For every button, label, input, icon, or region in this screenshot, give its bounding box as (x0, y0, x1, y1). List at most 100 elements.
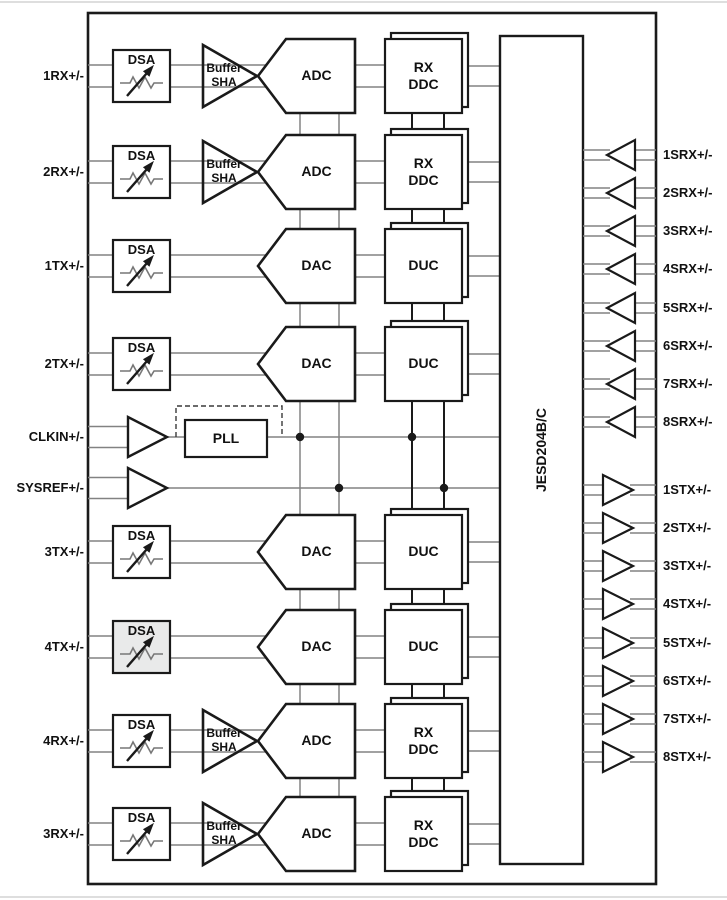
port-label-3tx: 3TX+/- (44, 544, 84, 559)
dsa-arrowhead-1rx (142, 64, 154, 77)
dsa-box-3rx (111, 806, 172, 862)
dsa-box-1rx (111, 48, 172, 104)
port-label-sysref: SYSREF+/- (16, 480, 84, 495)
buffer-sha-amp-1rx (201, 42, 260, 110)
dsa-attenuator-zigzag-1rx (120, 75, 163, 90)
stx-amp-6 (601, 664, 636, 698)
stx-amp-5 (601, 626, 636, 660)
serdes-rx-label-8: 8SRX+/- (663, 414, 713, 429)
serdes-tx-label-5: 5STX+/- (663, 635, 712, 650)
dsa-attenuator-zigzag-3rx (120, 833, 163, 848)
stx-amp-7 (601, 702, 636, 736)
dsa-attenuator-zigzag-4rx (120, 740, 163, 755)
dsa-label-3rx: DSA (127, 810, 156, 825)
dsa-label-3tx: DSA (127, 528, 156, 543)
adc-shape-1rx (256, 37, 357, 115)
buffer-label-line2-2rx: SHA (211, 171, 237, 185)
serdes-rx-label-6: 6SRX+/- (663, 338, 713, 353)
clock-junction-dot (295, 432, 305, 442)
dsa-box-1tx (111, 238, 172, 294)
ddc-block-2rx (383, 133, 464, 211)
port-label-3rx: 3RX+/- (43, 826, 84, 841)
serdes-tx-label-2: 2STX+/- (663, 520, 712, 535)
duc-block-2tx (383, 325, 464, 403)
dsa-arrow-2tx (126, 360, 148, 385)
dsa-arrow-3rx (126, 830, 148, 855)
dsa-box-2rx (111, 144, 172, 200)
dsp-label-2rx: RX DDC (408, 155, 439, 188)
buffer-label-line1-4rx: Buffer (206, 726, 242, 740)
port-label-1rx: 1RX+/- (43, 68, 84, 83)
buffer-label-line2-1rx: SHA (211, 75, 237, 89)
clkin-amp (126, 415, 170, 459)
buffer-sha-amp-3rx (201, 800, 260, 868)
converter-label-1rx: ADC (301, 67, 332, 83)
dsa-box-3tx (111, 524, 172, 580)
stx-amp-8 (601, 740, 636, 774)
stx-amp-4 (601, 587, 636, 621)
duc-block-3tx (383, 513, 464, 591)
srx-amp-7 (604, 367, 637, 401)
adc-shape-4rx (256, 702, 357, 780)
dsp-label-2tx: DUC (408, 355, 439, 371)
serdes-tx-label-8: 8STX+/- (663, 749, 712, 764)
ddc-block-3rx (383, 795, 464, 873)
dsa-box-4rx (111, 713, 172, 769)
port-label-clkin: CLKIN+/- (28, 429, 84, 444)
clock-junction-dot (407, 432, 417, 442)
duc-block-1tx (383, 227, 464, 305)
dsa-label-1rx: DSA (127, 52, 156, 67)
duc-block-4tx (383, 608, 464, 686)
dsa-attenuator-zigzag-1tx (120, 265, 163, 280)
serdes-tx-label-1: 1STX+/- (663, 482, 712, 497)
serdes-rx-label-5: 5SRX+/- (663, 300, 713, 315)
dsa-arrowhead-3tx (142, 540, 154, 553)
clock-junction-dot (439, 483, 449, 493)
ddc-block-1rx (383, 37, 464, 115)
dsa-attenuator-zigzag-3tx (120, 551, 163, 566)
dsa-arrow-4tx (126, 643, 148, 668)
dsp-label-1tx: DUC (408, 257, 439, 273)
dsa-box-2tx (111, 336, 172, 392)
dsa-arrowhead-3rx (142, 822, 154, 835)
ddc-block-4rx (383, 702, 464, 780)
adc-shape-2rx (256, 133, 357, 211)
dsa-attenuator-zigzag-2rx (120, 171, 163, 186)
dsa-label-2tx: DSA (127, 340, 156, 355)
converter-label-2tx: DAC (301, 355, 332, 371)
buffer-label-line2-3rx: SHA (211, 833, 237, 847)
dsa-arrow-2rx (126, 168, 148, 193)
dsa-arrowhead-1tx (142, 254, 154, 267)
serdes-rx-label-3: 3SRX+/- (663, 223, 713, 238)
dsa-label-1tx: DSA (127, 242, 156, 257)
converter-label-4tx: DAC (301, 638, 332, 654)
converter-label-2rx: ADC (301, 163, 332, 179)
pll-box (183, 418, 269, 459)
converter-label-3tx: DAC (301, 543, 332, 559)
dsa-label-2rx: DSA (127, 148, 156, 163)
serdes-rx-label-1: 1SRX+/- (663, 147, 713, 162)
buffer-label-line1-3rx: Buffer (206, 819, 242, 833)
srx-amp-1 (604, 138, 637, 172)
dsa-attenuator-zigzag-4tx (120, 646, 163, 661)
dsa-arrowhead-2tx (142, 352, 154, 365)
dac-shape-3tx (256, 513, 357, 591)
pll-label: PLL (212, 430, 240, 446)
srx-amp-8 (604, 405, 637, 439)
serdes-tx-label-3: 3STX+/- (663, 558, 712, 573)
dsa-arrow-3tx (126, 548, 148, 573)
dsp-label-3rx: RX DDC (408, 817, 439, 850)
buffer-label-line2-4rx: SHA (211, 740, 237, 754)
stx-amp-1 (601, 473, 636, 507)
srx-amp-2 (604, 176, 637, 210)
dac-shape-2tx (256, 325, 357, 403)
buffer-label-line1-1rx: Buffer (206, 61, 242, 75)
dsa-attenuator-zigzag-2tx (120, 363, 163, 378)
jesd204-label: JESD204B/C (533, 407, 549, 493)
converter-label-1tx: DAC (301, 257, 332, 273)
clock-junction-dot (334, 483, 344, 493)
dsa-label-4rx: DSA (127, 717, 156, 732)
dsa-arrow-1rx (126, 72, 148, 97)
